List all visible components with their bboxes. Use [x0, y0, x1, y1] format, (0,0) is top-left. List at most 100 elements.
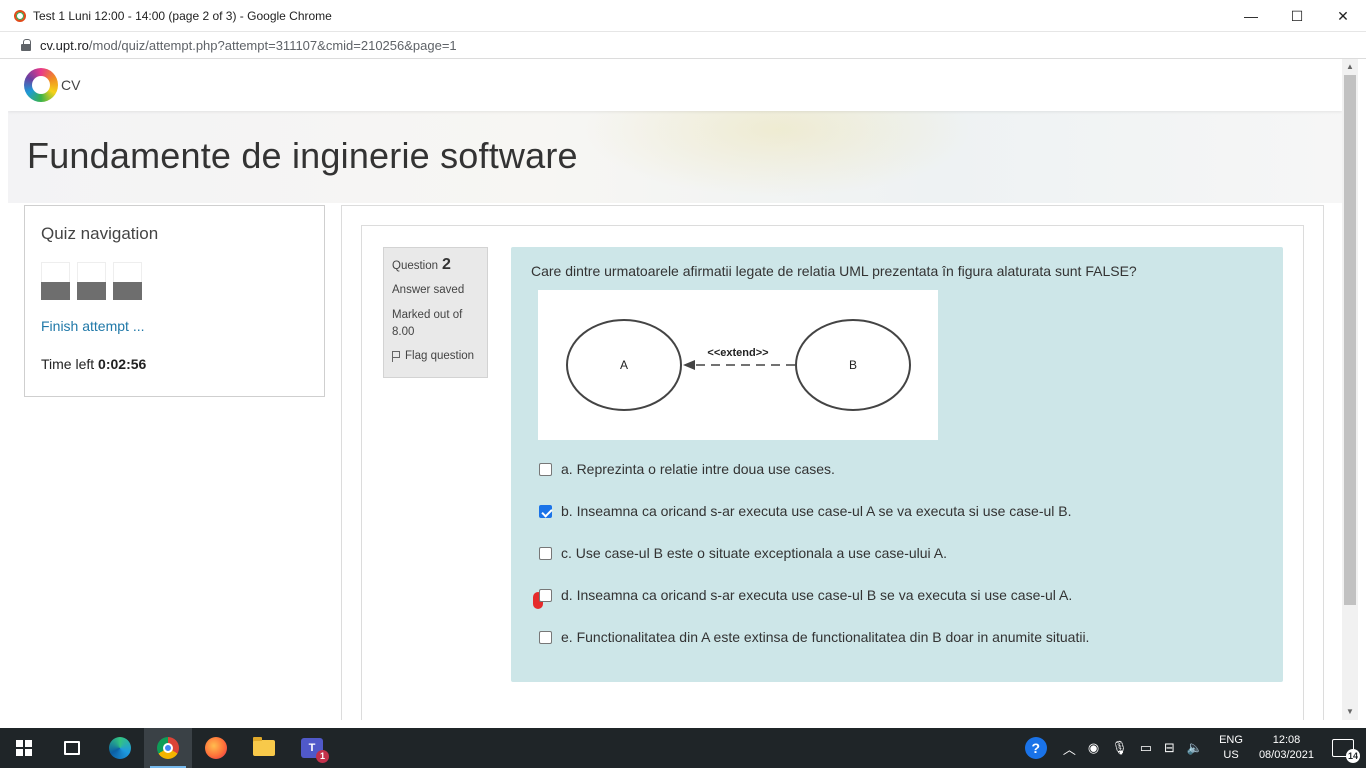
url-host: cv.upt.ro	[40, 37, 89, 53]
help-icon[interactable]: ?	[1024, 737, 1047, 759]
extend-stereotype-label: <<extend>>	[707, 347, 768, 359]
address-bar[interactable]: cv.upt.ro/mod/quiz/attempt.php?attempt=3…	[0, 32, 1366, 59]
use-case-a-ellipse	[566, 319, 682, 411]
windows-start-icon	[16, 740, 32, 756]
taskbar-edge[interactable]	[96, 728, 144, 768]
time-left-value: 0:02:56	[98, 356, 147, 372]
language-top: ENG	[1219, 734, 1243, 746]
site-logo-icon[interactable]	[24, 68, 58, 102]
minimize-button[interactable]: —	[1244, 8, 1258, 24]
marked-out-of-label: Marked out of	[392, 309, 463, 321]
quiz-nav-button-3[interactable]	[113, 262, 142, 300]
answer-label-e[interactable]: e. Functionalitatea din A este extinsa d…	[561, 629, 1090, 645]
task-view-button[interactable]	[48, 728, 96, 768]
notification-center-icon[interactable]: 14	[1332, 739, 1360, 763]
taskbar-chrome[interactable]	[144, 728, 192, 768]
question-content: Care dintre urmatoarele afirmatii legate…	[511, 247, 1283, 682]
scroll-up-icon[interactable]: ▲	[1346, 62, 1354, 71]
question-number-value: 2	[442, 256, 451, 273]
scrollbar-thumb[interactable]	[1344, 75, 1356, 605]
microphone-icon[interactable]: 🎙	[1111, 740, 1128, 755]
system-tray: ? ︿ ◉ 🎙 ▭ ⊟ 🔈 ENG US 12:08 08/03/2021 14	[1024, 728, 1366, 768]
language-bottom: US	[1223, 749, 1239, 761]
question-info: Question 2 Answer saved Marked out of 8.…	[383, 247, 488, 378]
answer-checkbox-d[interactable]	[539, 589, 552, 602]
edge-icon	[109, 737, 131, 759]
taskbar-clock[interactable]: 12:08 08/03/2021	[1259, 733, 1314, 763]
marked-out-of-value: 8.00	[392, 326, 415, 338]
red-annotation-mark	[533, 592, 543, 609]
battery-icon[interactable]: ▭	[1139, 740, 1152, 755]
clock-time: 12:08	[1272, 734, 1301, 746]
uml-diagram-svg: A B <<extend>>	[566, 319, 911, 411]
quiz-nav-button-1[interactable]	[41, 262, 70, 300]
answer-option-e[interactable]: e. Functionalitatea din A este extinsa d…	[539, 628, 1089, 670]
maximize-button[interactable]: ☐	[1290, 7, 1304, 24]
answer-checkbox-b[interactable]	[539, 505, 552, 518]
scroll-down-icon[interactable]: ▼	[1346, 707, 1354, 716]
answer-checkbox-a[interactable]	[539, 463, 552, 476]
quiz-navigation-block: Quiz navigation Finish attempt ... Time …	[24, 205, 325, 397]
question-grade: Marked out of 8.00	[392, 307, 479, 341]
notification-count: 14	[1346, 749, 1360, 763]
show-hidden-icons-chevron-icon[interactable]: ︿	[1062, 741, 1076, 757]
page-header	[8, 111, 1342, 203]
task-view-icon	[64, 741, 80, 755]
input-language[interactable]: ENG US	[1219, 733, 1243, 763]
url-path: /mod/quiz/attempt.php?attempt=311107&cmi…	[88, 37, 457, 53]
url-text[interactable]: cv.upt.ro/mod/quiz/attempt.php?attempt=3…	[40, 38, 457, 53]
window-title: Test 1 Luni 12:00 - 14:00 (page 2 of 3) …	[33, 8, 332, 23]
answer-label-b[interactable]: b. Inseamna ca oricand s-ar executa use …	[561, 503, 1072, 519]
quiz-nav-button-2[interactable]	[77, 262, 106, 300]
answer-option-b[interactable]: b. Inseamna ca oricand s-ar executa use …	[539, 502, 1089, 544]
lock-icon[interactable]	[21, 39, 31, 51]
answer-checkbox-e[interactable]	[539, 631, 552, 644]
answer-list: a. Reprezinta o relatie intre doua use c…	[533, 460, 1089, 670]
site-logo-text[interactable]: CV	[61, 77, 81, 93]
course-title: Fundamente de inginerie software	[27, 135, 578, 176]
flag-icon	[392, 350, 400, 362]
time-left: Time left 0:02:56	[41, 356, 146, 372]
chrome-icon	[157, 737, 179, 759]
firefox-icon	[205, 737, 227, 759]
use-case-b-label: B	[849, 358, 857, 372]
chrome-favicon-icon	[14, 9, 26, 22]
extend-arrowhead-icon	[683, 360, 695, 370]
site-navbar: CV	[8, 59, 1342, 111]
answer-option-c[interactable]: c. Use case-ul B este o situate exceptio…	[539, 544, 1089, 586]
answer-option-d[interactable]: d. Inseamna ca oricand s-ar executa use …	[533, 586, 1089, 628]
answer-option-a[interactable]: a. Reprezinta o relatie intre doua use c…	[539, 460, 1089, 502]
volume-icon[interactable]: 🔈	[1186, 740, 1204, 755]
web-page: CV Fundamente de inginerie software Quiz…	[8, 59, 1342, 720]
uml-diagram: A B <<extend>>	[538, 290, 938, 440]
question-text: Care dintre urmatoarele afirmatii legate…	[531, 263, 1137, 279]
flag-question-button[interactable]: Flag question	[392, 350, 479, 362]
browser-titlebar: Test 1 Luni 12:00 - 14:00 (page 2 of 3) …	[0, 0, 1366, 32]
use-case-a-label: A	[620, 358, 628, 372]
clock-date: 08/03/2021	[1258, 749, 1314, 761]
network-icon[interactable]: ⊟	[1164, 740, 1175, 755]
question-number: Question 2	[392, 256, 479, 274]
header-decoration	[568, 111, 988, 203]
flag-question-label: Flag question	[405, 350, 475, 362]
answer-label-c[interactable]: c. Use case-ul B este o situate exceptio…	[561, 545, 947, 561]
taskbar-firefox[interactable]	[192, 728, 240, 768]
time-left-label: Time left	[41, 356, 95, 372]
meet-now-icon[interactable]: ◉	[1087, 740, 1100, 755]
page-scrollbar[interactable]: ▲ ▼	[1342, 59, 1358, 720]
answer-label-d[interactable]: d. Inseamna ca oricand s-ar executa use …	[561, 587, 1073, 603]
start-button[interactable]	[0, 728, 48, 768]
answer-checkbox-c[interactable]	[539, 547, 552, 560]
quiz-navigation-title: Quiz navigation	[41, 224, 159, 243]
window-controls: — ☐ ✕	[1228, 0, 1366, 32]
close-button[interactable]: ✕	[1337, 7, 1349, 24]
question-state: Answer saved	[392, 284, 465, 296]
use-case-b-ellipse	[795, 319, 911, 411]
taskbar-file-explorer[interactable]	[240, 728, 288, 768]
answer-label-a[interactable]: a. Reprezinta o relatie intre doua use c…	[561, 461, 835, 477]
finish-attempt-link[interactable]: Finish attempt ...	[41, 318, 145, 334]
teams-badge: 1	[316, 750, 329, 763]
